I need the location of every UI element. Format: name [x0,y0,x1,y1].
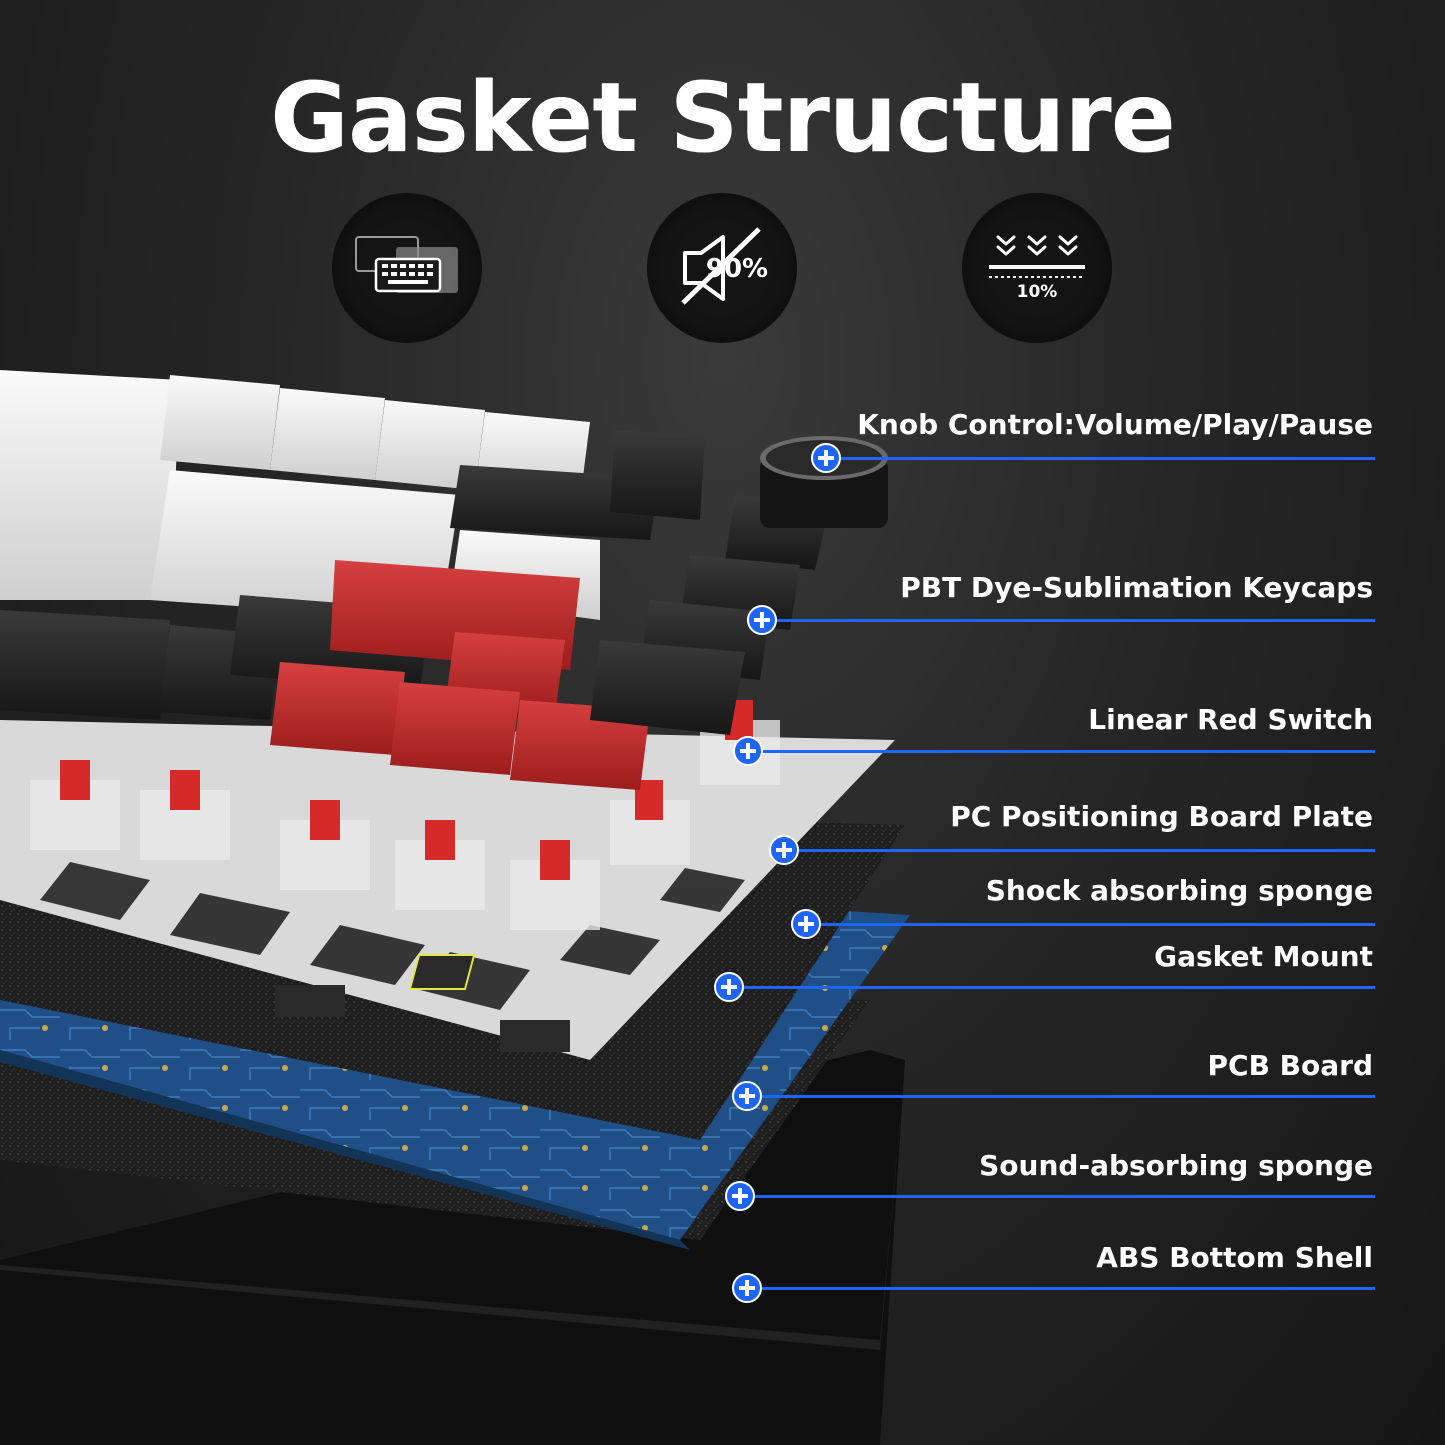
layer-label-plate: PC Positioning Board Plate [950,800,1373,833]
pbt-keycaps [0,370,830,790]
feature-noise-reduction: 90% [647,193,797,343]
leader-knob [826,457,1375,460]
gasket-mount [408,954,476,990]
noise-reduction-value: 90% [706,254,768,284]
marker-keycaps[interactable] [747,605,777,635]
layer-label-shock-sponge: Shock absorbing sponge [985,874,1373,907]
keyboard-exploded-view [0,370,910,1445]
layer-label-knob: Knob Control:Volume/Play/Pause [857,408,1373,441]
layer-label-switch: Linear Red Switch [1088,703,1373,736]
noise-reduction-icon: 90% [681,227,768,305]
page-title: Gasket Structure [270,62,1176,174]
layer-label-keycaps: PBT Dye-Sublimation Keycaps [900,571,1373,604]
layer-label-sound-sponge: Sound-absorbing sponge [979,1149,1373,1182]
leader-pcb [747,1095,1375,1098]
leader-bottom-shell [747,1287,1375,1290]
marker-knob[interactable] [811,443,841,473]
linear-red-switches [30,700,780,930]
keyboard-layers-icon [355,236,458,293]
feature-keyboard-layers [332,193,482,343]
marker-shock-sponge[interactable] [791,909,821,939]
leader-sound-sponge [740,1195,1375,1198]
marker-sound-sponge[interactable] [725,1181,755,1211]
marker-plate[interactable] [769,835,799,865]
marker-pcb[interactable] [732,1081,762,1111]
leader-gasket [729,986,1375,989]
leader-switch [748,750,1375,753]
marker-bottom-shell[interactable] [732,1273,762,1303]
leader-shock-sponge [806,923,1375,926]
layer-label-pcb: PCB Board [1207,1049,1373,1082]
layer-label-bottom-shell: ABS Bottom Shell [1096,1241,1373,1274]
feature-compression: 10% [962,193,1112,343]
compression-value: 10% [1017,282,1058,302]
leader-keycaps [762,619,1375,622]
leader-plate [784,849,1375,852]
compression-icon: 10% [989,235,1085,302]
marker-gasket[interactable] [714,972,744,1002]
marker-switch[interactable] [733,736,763,766]
layer-label-gasket: Gasket Mount [1154,940,1373,973]
